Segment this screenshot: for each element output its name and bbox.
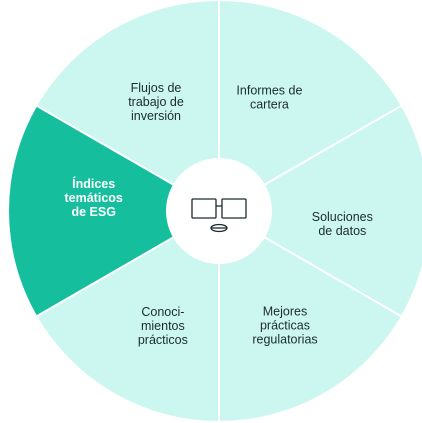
segment-label-line: de datos bbox=[318, 224, 366, 238]
segment-label-line: Soluciones bbox=[312, 210, 373, 224]
segment-soluciones[interactable] bbox=[219, 106, 422, 316]
segment-label-line: Índices bbox=[72, 176, 115, 191]
segment-flujos[interactable] bbox=[37, 1, 219, 211]
segment-label-line: de ESG bbox=[71, 205, 115, 219]
segment-mejores[interactable] bbox=[219, 211, 401, 421]
segment-label-line: regulatorias bbox=[252, 332, 317, 346]
segment-indices[interactable] bbox=[8, 106, 219, 316]
segment-conocimientos[interactable] bbox=[37, 211, 219, 421]
segment-label-line: temáticos bbox=[65, 191, 123, 205]
hub-circle bbox=[166, 158, 272, 264]
hub bbox=[166, 158, 272, 264]
segment-label-line: mientos bbox=[141, 319, 185, 333]
dual-monitor-icon bbox=[191, 198, 247, 233]
segment-label-line: Mejores bbox=[263, 304, 307, 318]
segment-label-line: trabajo de bbox=[128, 95, 184, 109]
segment-label-line: Flujos de bbox=[131, 81, 182, 95]
segment-label-line: Informes de bbox=[236, 84, 302, 98]
segment-label-line: inversión bbox=[131, 109, 181, 123]
segment-informes[interactable] bbox=[219, 1, 401, 211]
segment-label-line: prácticos bbox=[138, 333, 188, 347]
segment-label-line: Conoci- bbox=[141, 305, 184, 319]
segment-label-line: cartera bbox=[250, 98, 289, 112]
wheel-segments bbox=[8, 1, 422, 421]
segment-label-line: prácticas bbox=[260, 318, 310, 332]
